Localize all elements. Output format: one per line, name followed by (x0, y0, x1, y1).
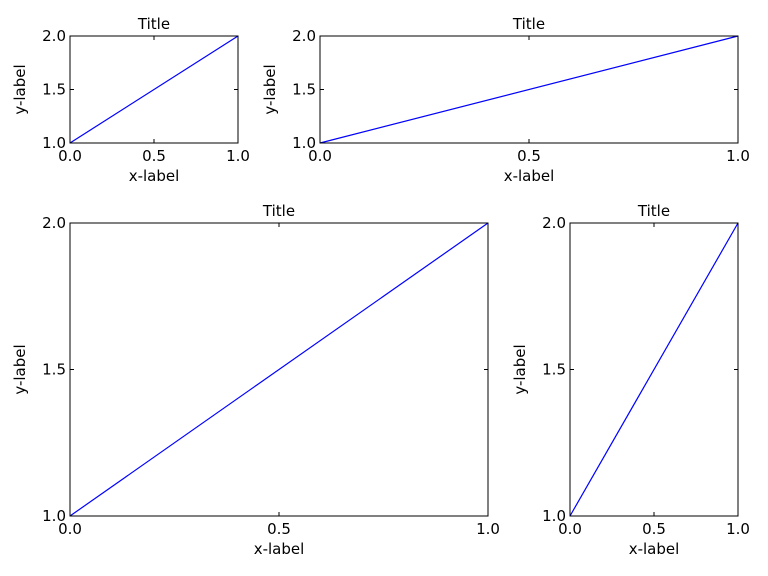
y-axis-label: y-label (11, 344, 29, 394)
x-axis-label: x-label (504, 167, 555, 185)
x-tick-label: 1.0 (476, 520, 500, 538)
y-tick-label: 1.5 (42, 81, 66, 99)
chart-title: Title (512, 15, 545, 33)
y-tick-label: 1.5 (542, 361, 566, 379)
x-tick-label: 0.0 (58, 147, 82, 165)
y-tick-label: 2.0 (292, 27, 316, 45)
series-line (569, 222, 739, 517)
y-tick-label: 2.0 (542, 214, 566, 232)
chart-title: Title (262, 202, 295, 220)
x-tick-label: 0.5 (142, 147, 166, 165)
x-tick-label: 0.5 (267, 520, 291, 538)
y-tick-label: 1.0 (42, 134, 66, 152)
chart-title: Title (137, 15, 170, 33)
y-tick-label: 1.5 (42, 361, 66, 379)
x-axis-label: x-label (129, 167, 180, 185)
x-tick-label: 0.0 (558, 520, 582, 538)
x-tick-label: 0.0 (308, 147, 332, 165)
x-tick-label: 0.5 (517, 147, 541, 165)
y-tick-label: 1.5 (292, 81, 316, 99)
x-tick-label: 1.0 (726, 147, 750, 165)
y-tick-label: 2.0 (42, 27, 66, 45)
x-tick-label: 1.0 (726, 520, 750, 538)
series-line (319, 35, 739, 144)
x-tick-label: 1.0 (226, 147, 250, 165)
y-tick-label: 1.0 (292, 134, 316, 152)
x-tick-label: 0.5 (642, 520, 666, 538)
y-axis-label: y-label (511, 344, 529, 394)
x-axis-label: x-label (254, 540, 305, 558)
y-tick-label: 1.0 (542, 507, 566, 525)
chart-title: Title (637, 202, 670, 220)
y-axis-label: y-label (261, 64, 279, 114)
y-tick-label: 2.0 (42, 214, 66, 232)
series-line (69, 222, 489, 517)
x-axis-label: x-label (629, 540, 680, 558)
y-tick-label: 1.0 (42, 507, 66, 525)
x-tick-label: 0.0 (58, 520, 82, 538)
series-line (69, 35, 239, 144)
y-axis-label: y-label (11, 64, 29, 114)
